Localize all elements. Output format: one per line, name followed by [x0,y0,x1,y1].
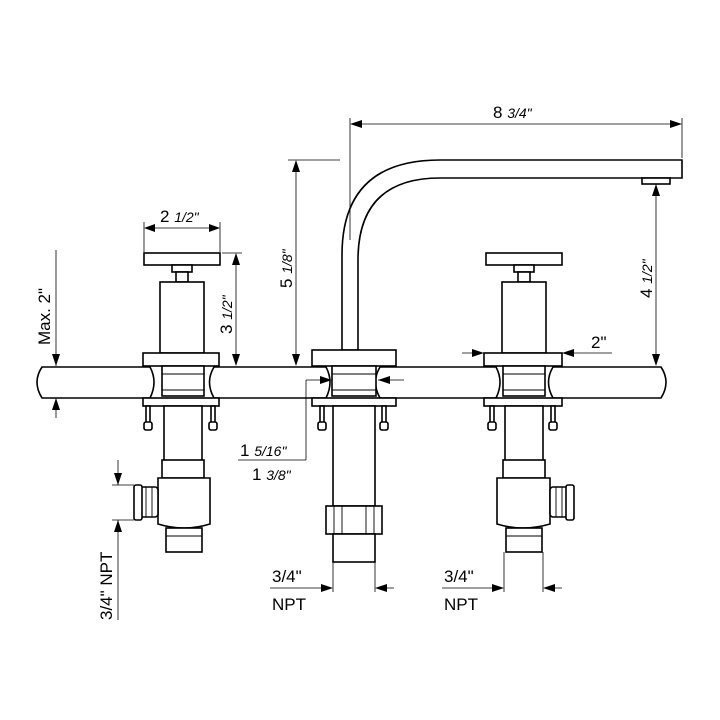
right-handle-valve [483,252,575,553]
label-deck-max: Max. 2" [35,288,54,345]
left-handle-valve [133,252,221,553]
label-hole-bottom: 1 3/8" [252,465,292,484]
label-center-npt-size: 3/4" [272,567,302,586]
dimension-lines [52,118,683,620]
label-handle-width: 2 1/2" [160,207,200,226]
label-spout-clearance: 4 1/2" [637,258,656,298]
center-spout [311,159,683,563]
label-handle-height: 3 1/2" [217,294,236,334]
label-flange: 2" [591,333,607,352]
label-spout-height: 5 1/8" [277,248,296,288]
label-spout-reach: 8 3/4" [493,103,533,122]
label-right-npt-size: 3/4" [444,567,474,586]
label-center-npt-type: NPT [272,595,306,614]
label-left-npt: 3/4" NPT [97,552,116,620]
label-right-npt-type: NPT [444,595,478,614]
label-hole-top: 1 5/16" [240,441,287,460]
